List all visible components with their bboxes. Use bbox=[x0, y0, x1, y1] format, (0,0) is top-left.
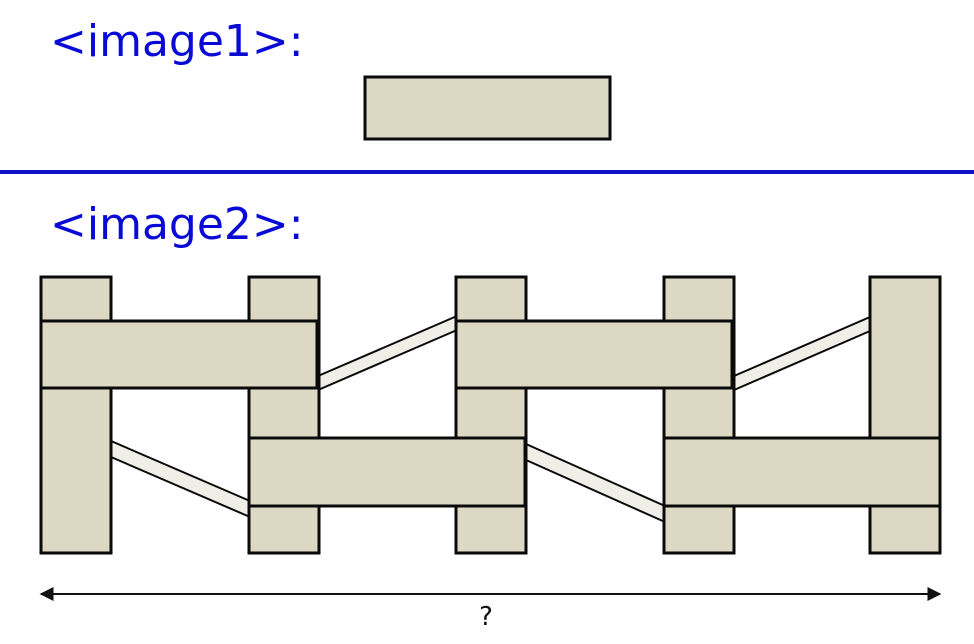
fence-post bbox=[247, 275, 321, 555]
fence-brace bbox=[525, 442, 666, 524]
fence-brace bbox=[317, 314, 458, 392]
fence-brace bbox=[110, 439, 251, 519]
image1-label: <image1>: bbox=[50, 16, 304, 67]
single-plank bbox=[363, 75, 612, 141]
fence-rail-upper bbox=[39, 319, 319, 390]
fence-rail-upper bbox=[454, 319, 734, 390]
section-divider bbox=[0, 170, 974, 174]
fence-assembly bbox=[39, 275, 942, 555]
fence-brace bbox=[733, 315, 871, 392]
fence-post bbox=[662, 275, 736, 555]
fence-post bbox=[39, 275, 113, 555]
fence-post bbox=[868, 275, 942, 555]
image2-label: <image2>: bbox=[50, 199, 304, 250]
unknown-length-label: ? bbox=[479, 602, 493, 632]
fence-rail-lower bbox=[662, 436, 942, 508]
fence-rail-lower bbox=[247, 436, 527, 508]
fence-post bbox=[454, 275, 528, 555]
